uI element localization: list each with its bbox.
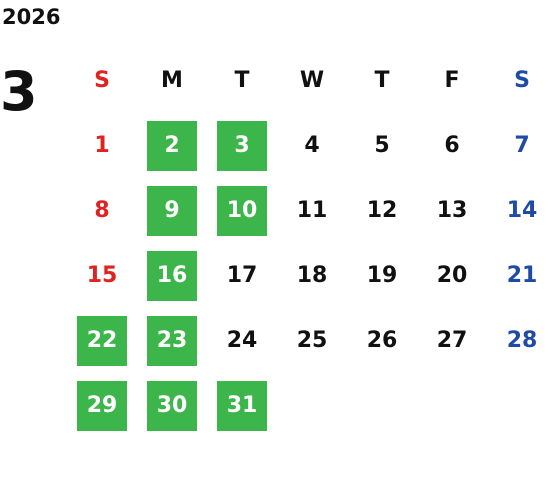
- calendar-cell: 8: [67, 178, 137, 243]
- calendar-date[interactable]: 7: [514, 133, 530, 158]
- calendar-cell: 29: [67, 373, 137, 438]
- calendar-cell: [277, 373, 347, 438]
- calendar-cell: 7: [487, 113, 548, 178]
- calendar-cell: 20: [417, 243, 487, 308]
- calendar-cell: 31: [207, 373, 277, 438]
- calendar-date[interactable]: 13: [436, 198, 468, 223]
- calendar-date[interactable]: 6: [444, 133, 460, 158]
- calendar-date[interactable]: 25: [296, 328, 328, 353]
- calendar-cell: 23: [137, 308, 207, 373]
- calendar-cell: 27: [417, 308, 487, 373]
- month-number: 3: [0, 60, 38, 123]
- calendar-cell: 11: [277, 178, 347, 243]
- calendar-date[interactable]: 24: [226, 328, 258, 353]
- highlighted-date[interactable]: 23: [147, 315, 197, 366]
- highlighted-date[interactable]: 22: [77, 315, 127, 366]
- calendar-cell: 5: [347, 113, 417, 178]
- calendar-cell: 12: [347, 178, 417, 243]
- calendar-date[interactable]: 27: [436, 328, 468, 353]
- calendar-cell: 6: [417, 113, 487, 178]
- calendar-date[interactable]: 26: [366, 328, 398, 353]
- calendar-date[interactable]: 18: [296, 263, 328, 288]
- calendar-date[interactable]: 11: [296, 198, 328, 223]
- calendar-date[interactable]: 5: [374, 133, 390, 158]
- year-label: 2026: [2, 5, 61, 29]
- calendar-cell: 1: [67, 113, 137, 178]
- calendar-cell: 14: [487, 178, 548, 243]
- calendar-cell: 21: [487, 243, 548, 308]
- calendar-cell: 4: [277, 113, 347, 178]
- calendar-cell: 16: [137, 243, 207, 308]
- weekday-sat: S: [514, 68, 530, 93]
- calendar-cell: 25: [277, 308, 347, 373]
- calendar-date[interactable]: 1: [94, 133, 110, 158]
- calendar-date[interactable]: 14: [506, 198, 538, 223]
- weekday-fri: F: [444, 68, 460, 93]
- calendar-date[interactable]: 12: [366, 198, 398, 223]
- calendar-cell: 24: [207, 308, 277, 373]
- calendar-cell: [487, 373, 548, 438]
- weekday-mon: M: [161, 68, 183, 93]
- calendar-cell: 10: [207, 178, 277, 243]
- highlighted-date[interactable]: 16: [147, 250, 197, 301]
- highlighted-date[interactable]: 10: [217, 185, 267, 236]
- highlighted-date[interactable]: 9: [147, 185, 197, 236]
- highlighted-date[interactable]: 30: [147, 380, 197, 431]
- calendar-cell: 30: [137, 373, 207, 438]
- calendar-date[interactable]: 28: [506, 328, 538, 353]
- calendar-cell: 17: [207, 243, 277, 308]
- weekday-tue: T: [234, 68, 250, 93]
- calendar-cell: [347, 373, 417, 438]
- calendar-date[interactable]: 15: [86, 263, 118, 288]
- calendar-cell: 19: [347, 243, 417, 308]
- calendar-cell: 3: [207, 113, 277, 178]
- weekday-wed: W: [299, 68, 325, 93]
- calendar-cell: 28: [487, 308, 548, 373]
- calendar-cell: 22: [67, 308, 137, 373]
- calendar-cell: 13: [417, 178, 487, 243]
- weekday-sun: S: [94, 68, 110, 93]
- calendar-date[interactable]: 4: [304, 133, 320, 158]
- highlighted-date[interactable]: 29: [77, 380, 127, 431]
- calendar-date[interactable]: 8: [94, 198, 110, 223]
- calendar-date[interactable]: 19: [366, 263, 398, 288]
- calendar-cell: 2: [137, 113, 207, 178]
- calendar-cell: 15: [67, 243, 137, 308]
- highlighted-date[interactable]: 2: [147, 120, 197, 171]
- calendar-date[interactable]: 21: [506, 263, 538, 288]
- calendar-cell: 18: [277, 243, 347, 308]
- calendar-date[interactable]: 20: [436, 263, 468, 288]
- calendar-cell: 26: [347, 308, 417, 373]
- weekday-thu: T: [374, 68, 390, 93]
- highlighted-date[interactable]: 3: [217, 120, 267, 171]
- highlighted-date[interactable]: 31: [217, 380, 267, 431]
- calendar-cell: 9: [137, 178, 207, 243]
- calendar-cell: [417, 373, 487, 438]
- calendar-date[interactable]: 17: [226, 263, 258, 288]
